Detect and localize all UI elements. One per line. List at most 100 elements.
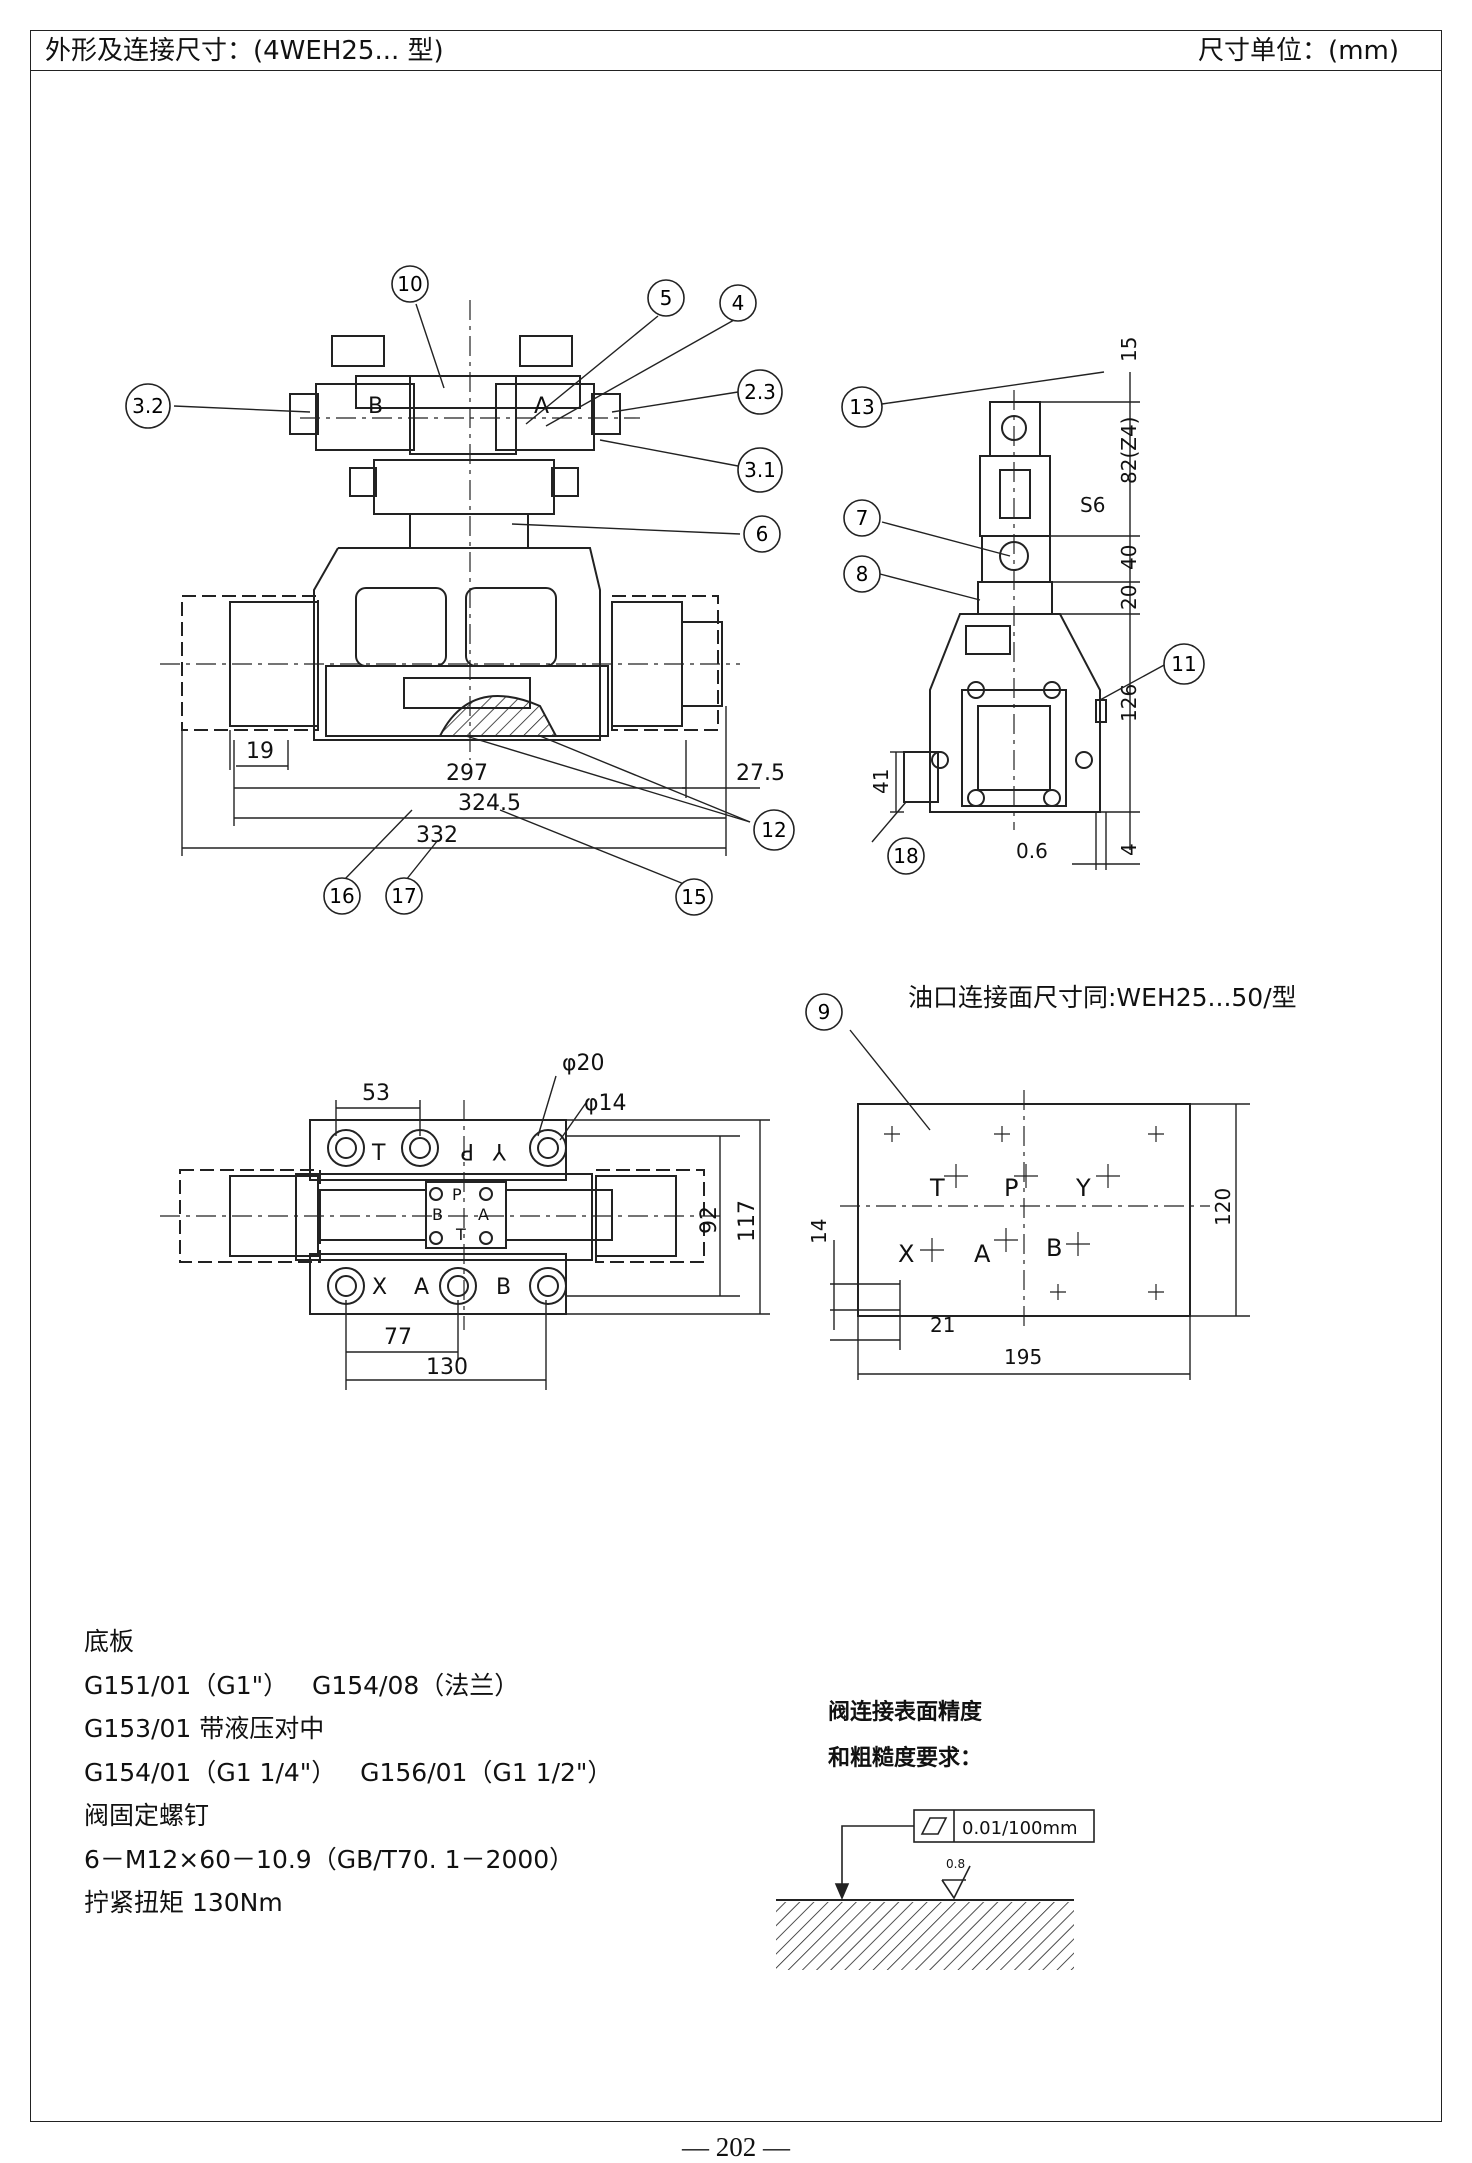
port-a-bottom: A — [414, 1275, 429, 1300]
balloon-3-2: 3.2 — [125, 383, 171, 429]
note-line: G151/01（G1"） G154/08（法兰） — [84, 1670, 520, 1700]
port-y-top: Y — [492, 1138, 507, 1163]
dim-117: 117 — [735, 1200, 760, 1242]
side-leaders — [871, 371, 1167, 843]
balloon-6: 6 — [743, 515, 781, 553]
interface-view — [830, 1029, 1250, 1380]
balloon-3-1: 3.1 — [737, 447, 783, 493]
surface-symbol-text: 0.01/100mm 0.8 — [946, 1818, 1078, 1871]
balloon-5: 5 — [647, 279, 685, 317]
svg-text:8: 8 — [856, 562, 869, 586]
side-label-b: B — [368, 394, 383, 419]
pilot-port-a: A — [478, 1205, 489, 1224]
balloon-18: 18 — [887, 837, 925, 875]
top-view-text: 53 φ20 φ14 92 117 77 130 T Y P X A B P B… — [362, 1051, 760, 1380]
balloon-9: 9 — [805, 993, 843, 1031]
roughness-icon — [941, 1865, 971, 1900]
notes-block: 底板 G151/01（G1"） G154/08（法兰） G153/01 带液压对… — [84, 1620, 612, 1925]
left-knob — [289, 393, 319, 435]
balloon-17: 17 — [385, 877, 423, 915]
svg-text:12: 12 — [761, 818, 786, 842]
note-line: 阀固定螺钉 — [84, 1801, 210, 1830]
pilot-port-b: B — [432, 1205, 443, 1224]
flatness-icon — [920, 1817, 948, 1835]
note-line: G153/01 带液压对中 — [84, 1714, 325, 1743]
note-line: G154/01（G1 1/4"） G156/01（G1 1/2"） — [84, 1757, 613, 1787]
pilot-body — [409, 375, 517, 455]
svg-text:11: 11 — [1171, 652, 1196, 676]
svg-text:17: 17 — [391, 884, 416, 908]
dim-53: 53 — [362, 1081, 390, 1106]
dim-297: 297 — [446, 761, 488, 786]
svg-text:10: 10 — [397, 272, 422, 296]
unit-label: 尺寸单位：(mm) — [1198, 36, 1399, 66]
front-view — [160, 300, 760, 856]
iface-port-x: X — [898, 1240, 914, 1268]
dim-s6: S6 — [1080, 493, 1105, 517]
note-line: 底板 — [84, 1627, 135, 1656]
roughness-value: 0.8 — [946, 1857, 965, 1871]
svg-text:3.1: 3.1 — [744, 458, 776, 482]
header-bar: 外形及连接尺寸：(4WEH25... 型) 尺寸单位：(mm) — [31, 31, 1441, 71]
dim-20: 20 — [1117, 585, 1141, 610]
right-knob — [591, 393, 621, 435]
right-solenoid — [495, 383, 595, 451]
drawing-frame: 外形及连接尺寸：(4WEH25... 型) 尺寸单位：(mm) — [30, 30, 1442, 2122]
dim-82-z4: 82(Z4) — [1117, 417, 1141, 484]
svg-text:9: 9 — [818, 1000, 831, 1024]
surface-requirement-line1: 阀连接表面精度 — [828, 1700, 983, 1725]
front-leaders — [173, 303, 751, 885]
page-number: — 202 — — [682, 2132, 790, 2162]
dim-27-5: 27.5 — [736, 761, 785, 786]
port-t-top: T — [371, 1141, 386, 1166]
dim-15-side: 15 — [1117, 337, 1141, 362]
port-b-bottom: B — [496, 1275, 511, 1300]
top-view — [160, 1075, 770, 1390]
pilot-port-t: T — [455, 1225, 466, 1244]
balloon-16: 16 — [323, 877, 361, 915]
pilot-port-p: P — [452, 1185, 462, 1204]
side-view — [890, 372, 1140, 870]
port-x-bottom: X — [372, 1275, 387, 1300]
balloon-15-front: 15 — [675, 878, 713, 916]
interface-title: 油口连接面尺寸同:WEH25...50/型 — [908, 983, 1297, 1012]
dim-phi20: φ20 — [562, 1051, 605, 1076]
balloon-13: 13 — [841, 386, 883, 428]
dim-126: 126 — [1117, 684, 1141, 722]
note-line: 拧紧扭矩 130Nm — [84, 1888, 283, 1917]
balloon-4: 4 — [719, 284, 757, 322]
side-view-text: 15 82(Z4) S6 40 20 126 41 0.6 4 — [869, 337, 1141, 863]
balloon-7: 7 — [843, 499, 881, 537]
dim-14: 14 — [807, 1219, 831, 1244]
dim-120: 120 — [1211, 1188, 1235, 1226]
page-title: 外形及连接尺寸：(4WEH25... 型) — [45, 36, 444, 66]
iface-port-b: B — [1046, 1234, 1062, 1262]
surface-requirement-line2: 和粗糙度要求： — [828, 1746, 983, 1771]
dim-21: 21 — [930, 1313, 955, 1337]
dim-92: 92 — [697, 1206, 722, 1234]
svg-text:2.3: 2.3 — [744, 380, 776, 404]
left-connector — [331, 335, 385, 367]
front-view-text: B A 19 297 27.5 324.5 332 — [246, 394, 785, 848]
iface-port-y: Y — [1075, 1174, 1091, 1202]
interface-text: 油口连接面尺寸同:WEH25...50/型 T P Y X A B 120 14… — [807, 983, 1297, 1369]
dim-phi14: φ14 — [584, 1091, 627, 1116]
dim-40: 40 — [1117, 545, 1141, 570]
svg-text:3.2: 3.2 — [132, 394, 164, 418]
flatness-value: 0.01/100mm — [962, 1818, 1078, 1839]
dim-324-5: 324.5 — [458, 791, 521, 816]
surface-symbol — [776, 1809, 1095, 1970]
balloon-10: 10 — [391, 265, 429, 303]
dim-41: 41 — [869, 769, 893, 794]
balloon-12: 12 — [753, 809, 795, 851]
right-connector — [519, 335, 573, 367]
balloon-2-3: 2.3 — [737, 369, 783, 415]
svg-text:5: 5 — [660, 286, 673, 310]
port-crosses — [884, 1126, 1164, 1300]
dim-332: 332 — [416, 823, 458, 848]
balloon-11: 11 — [1163, 643, 1205, 685]
dim-0-6: 0.6 — [1016, 839, 1048, 863]
side-balloons: 13 7 8 11 18 — [841, 386, 1205, 875]
svg-text:4: 4 — [732, 291, 745, 315]
